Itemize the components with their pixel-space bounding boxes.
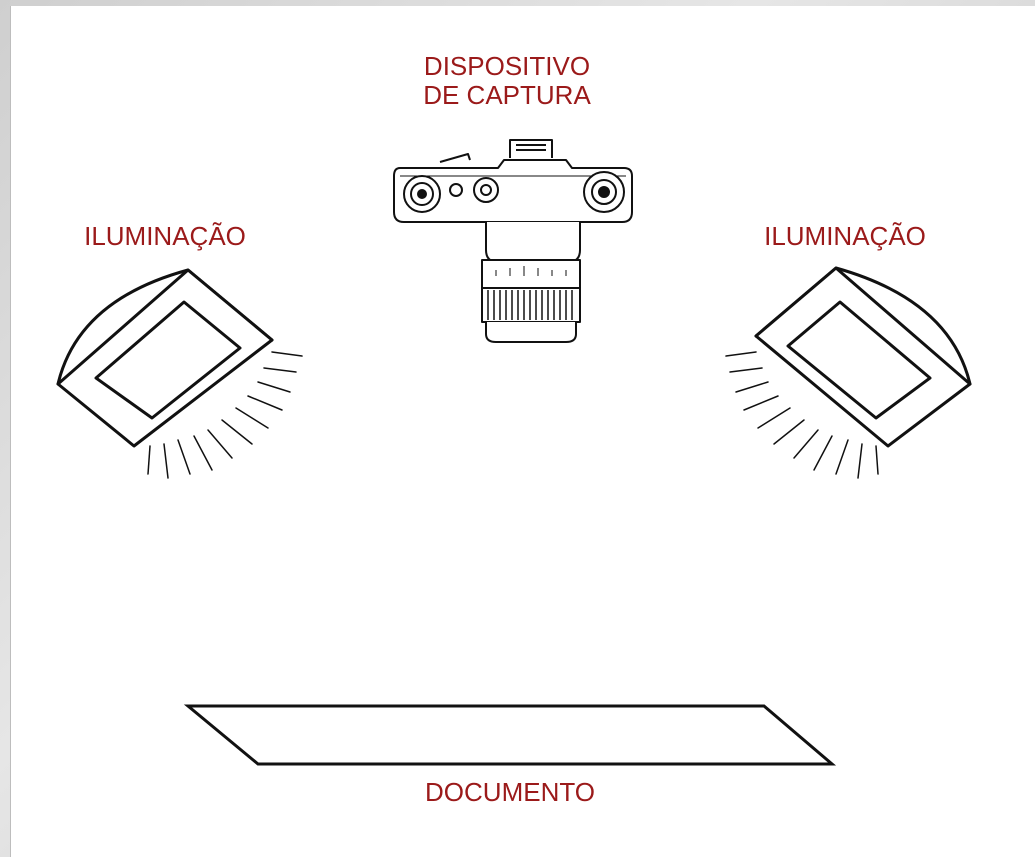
softbox-lamp-right-icon <box>725 266 972 479</box>
document-label: DOCUMENTO <box>425 777 595 807</box>
lighting-label-left: ILUMINAÇÃO <box>84 221 246 251</box>
diagram-canvas <box>11 6 1035 857</box>
capture-device-label: DISPOSITIVO DE CAPTURA <box>392 52 622 110</box>
document-sheet-icon <box>183 704 837 766</box>
softbox-lamp-left-icon <box>56 268 303 479</box>
capture-device-label-line1: DISPOSITIVO <box>423 51 591 81</box>
camera-icon <box>393 139 633 343</box>
capture-device-label-line2: DE CAPTURA <box>423 80 591 110</box>
diagram-svg <box>56 139 972 766</box>
lighting-label-right: ILUMINAÇÃO <box>764 221 926 251</box>
